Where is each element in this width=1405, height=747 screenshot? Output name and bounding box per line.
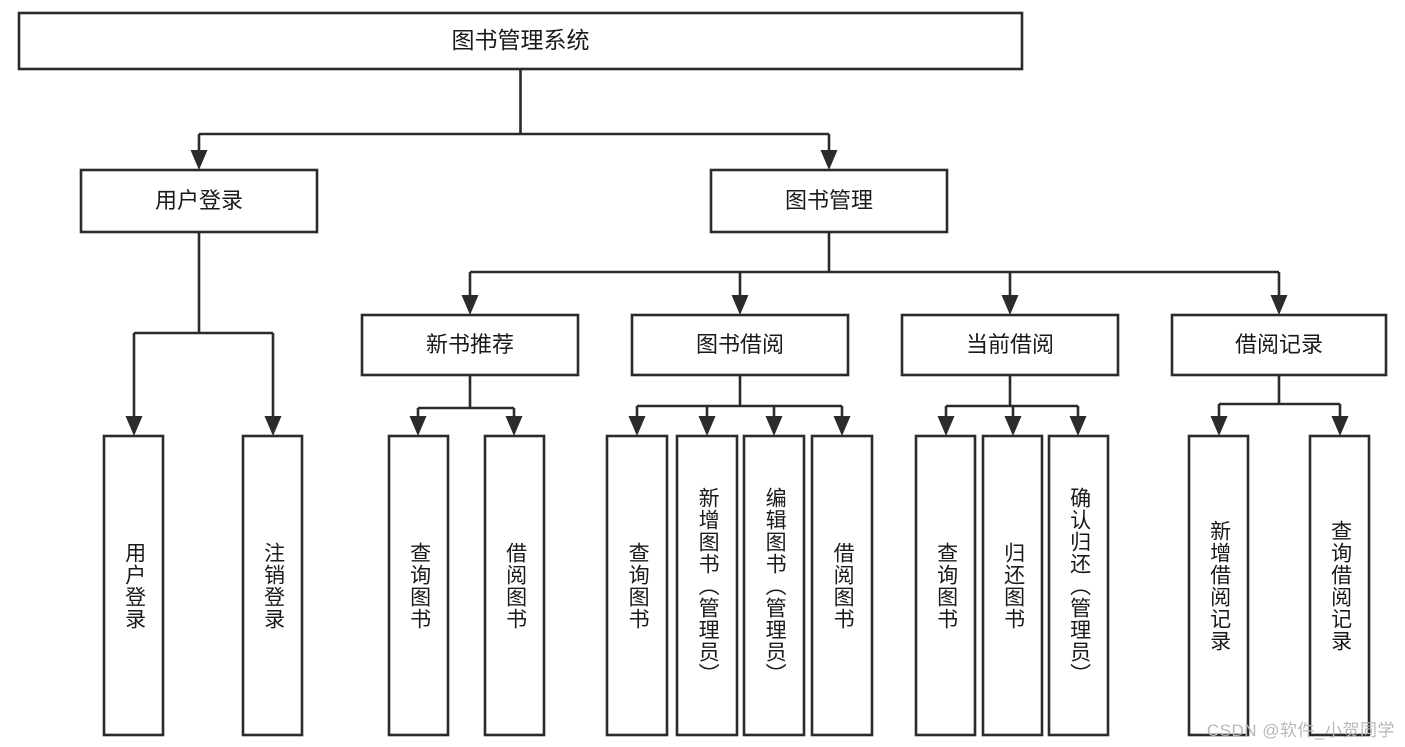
node-new-book-recommend-label: 新书推荐	[426, 332, 514, 357]
csdn-watermark: CSDN @软件_小贺同学	[1206, 721, 1395, 740]
arrowhead-borrow-record-leaf-2	[1331, 416, 1349, 436]
node-book-management[interactable]: 图书管理	[709, 168, 949, 234]
leaf-box-add-book-admin[interactable]	[675, 434, 739, 737]
arrowhead-user-login-leaf-2	[264, 416, 282, 436]
node-user-login[interactable]: 用户登录	[79, 168, 319, 234]
arrowhead-to-book-borrow	[731, 295, 749, 315]
arrowhead-borrow-record-leaf-1	[1210, 416, 1228, 436]
connector-new-book-rec-bus	[416, 375, 516, 422]
arrowhead-new-book-rec-leaf-2	[505, 416, 523, 436]
arrowhead-current-borrow-leaf-1	[937, 416, 955, 436]
arrowhead-user-login-leaf-1	[125, 416, 143, 436]
node-borrow-record-label: 借阅记录	[1235, 332, 1323, 357]
node-book-borrow-box[interactable]	[630, 313, 850, 377]
connector-layer	[125, 69, 1349, 436]
node-current-borrow-label: 当前借阅	[966, 332, 1054, 357]
node-current-borrow-box[interactable]	[900, 313, 1120, 377]
connector-book-borrow-bus	[635, 375, 844, 422]
arrowhead-book-borrow-leaf-3	[765, 416, 783, 436]
connector-user-login-bus	[132, 232, 275, 422]
node-new-book-recommend-box[interactable]	[360, 313, 580, 377]
arrowhead-to-borrow-record	[1270, 295, 1288, 315]
leaf-box-query-book-rec[interactable]	[387, 434, 450, 737]
arrowhead-book-borrow-leaf-4	[833, 416, 851, 436]
arrowhead-book-borrow-leaf-2	[698, 416, 716, 436]
leaf-box-query-book[interactable]	[605, 434, 669, 737]
leaf-box-query-book-cur[interactable]	[914, 434, 977, 737]
node-borrow-record-box[interactable]	[1170, 313, 1388, 377]
node-root[interactable]: 图书管理系统	[17, 11, 1024, 71]
node-book-management-label: 图书管理	[785, 188, 873, 213]
node-book-management-box[interactable]	[709, 168, 949, 234]
arrowhead-current-borrow-leaf-3	[1069, 416, 1087, 436]
arrowhead-new-book-rec-leaf-1	[409, 416, 427, 436]
node-current-borrow[interactable]: 当前借阅	[900, 313, 1120, 377]
leaf-box-confirm-return[interactable]	[1047, 434, 1110, 737]
node-new-book-recommend[interactable]: 新书推荐	[360, 313, 580, 377]
node-book-borrow-label: 图书借阅	[696, 332, 784, 357]
arrowhead-book-borrow-leaf-1	[628, 416, 646, 436]
connector-current-borrow-bus	[944, 375, 1080, 422]
arrowhead-to-new-book-rec	[461, 295, 479, 315]
leaf-box-user-login[interactable]	[102, 434, 165, 737]
node-book-borrow[interactable]: 图书借阅	[630, 313, 850, 377]
leaf-box-return-book[interactable]	[981, 434, 1044, 737]
node-user-login-label: 用户登录	[155, 188, 243, 213]
leaf-box-edit-book-admin[interactable]	[742, 434, 806, 737]
node-user-login-box[interactable]	[79, 168, 319, 234]
node-borrow-record[interactable]: 借阅记录	[1170, 313, 1388, 377]
node-root-label: 图书管理系统	[452, 27, 590, 53]
arrowhead-root-to-user-login	[190, 150, 208, 170]
leaf-box-logout[interactable]	[241, 434, 304, 737]
leaf-box-borrow-book-rec[interactable]	[483, 434, 546, 737]
node-root-box[interactable]	[17, 11, 1024, 71]
arrowhead-to-current-borrow	[1001, 295, 1019, 315]
leaf-box-layer	[102, 434, 1371, 737]
leaf-box-add-borrow-record[interactable]	[1187, 434, 1250, 737]
leaf-box-query-borrow-record[interactable]	[1308, 434, 1371, 737]
arrowhead-current-borrow-leaf-2	[1004, 416, 1022, 436]
leaf-box-borrow-book[interactable]	[810, 434, 874, 737]
arrowhead-root-to-book-mgmt	[820, 150, 838, 170]
connector-book-mgmt-bus	[468, 232, 1281, 301]
connector-root-bus	[197, 69, 831, 156]
connector-borrow-record-bus	[1217, 375, 1342, 422]
